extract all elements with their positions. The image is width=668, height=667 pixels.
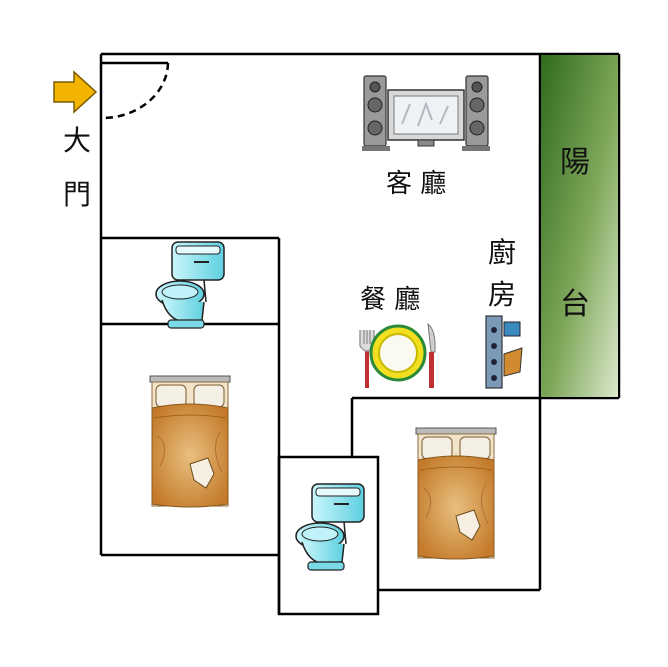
dining-plate-icon [359, 322, 436, 388]
balcony-label-1: 陽 [560, 145, 590, 180]
tv-speaker-icon [362, 75, 490, 151]
living-room-label: 客 廳 [386, 169, 446, 199]
entrance-arrow-icon [53, 70, 98, 114]
entrance-label-2: 門 [63, 178, 91, 211]
door-swing-icon [100, 61, 170, 120]
toilet-icon [155, 241, 225, 329]
bed-icon [415, 427, 497, 560]
kitchen-label-2: 房 [488, 278, 516, 311]
kitchen-label-1: 廚 [488, 236, 516, 269]
kitchen-stove-icon [485, 315, 523, 389]
balcony-label-2: 台 [560, 287, 590, 322]
toilet-icon [295, 483, 365, 571]
dining-room-label: 餐 廳 [360, 285, 420, 315]
balcony-area [541, 55, 618, 397]
bed-icon [149, 375, 231, 508]
entrance-label-1: 大 [63, 124, 91, 157]
walls [99, 52, 621, 616]
